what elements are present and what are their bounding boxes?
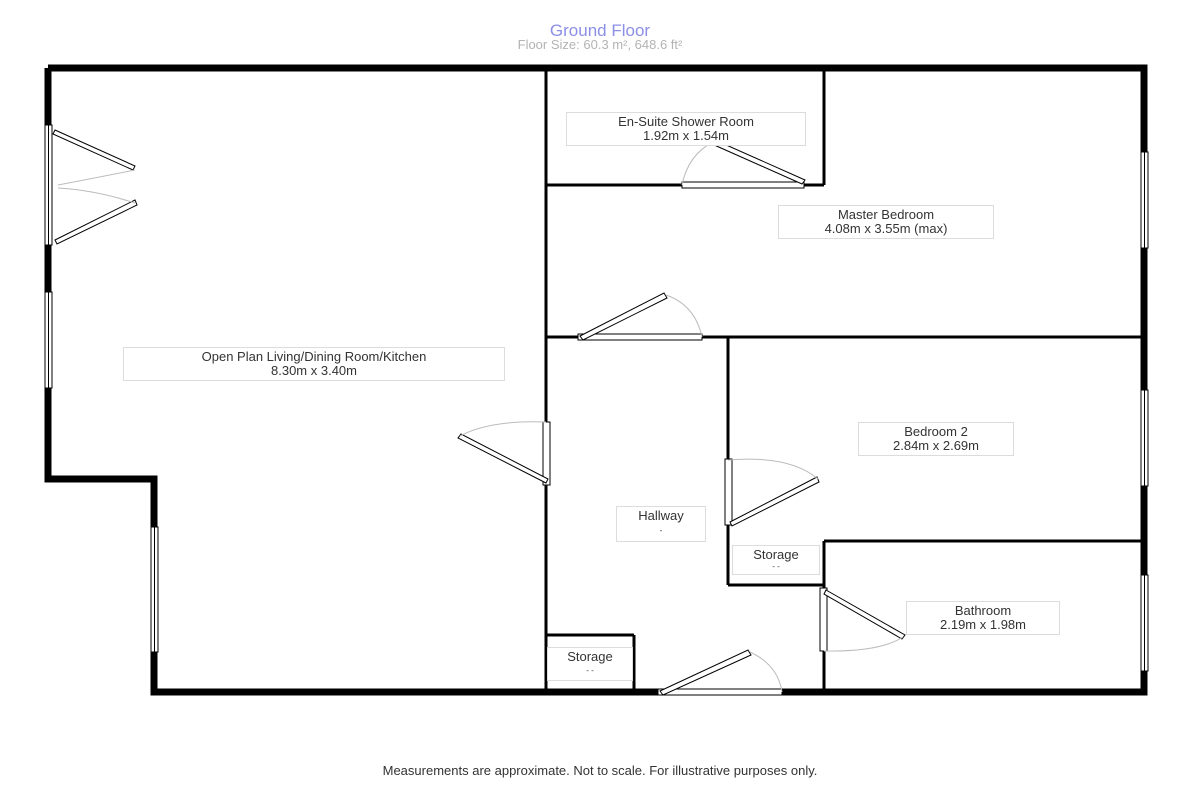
interior-walls — [544, 68, 1144, 692]
room-label-master: Master Bedroom 4.08m x 3.55m (max) — [778, 205, 994, 239]
door-ensuite — [681, 139, 806, 189]
room-name-hallway: Hallway — [638, 508, 684, 523]
room-size-master: 4.08m x 3.55m (max) — [824, 221, 948, 236]
door-master — [577, 292, 703, 341]
room-size-living: 8.30m x 3.40m — [271, 363, 357, 378]
floor-title: Ground Floor — [549, 21, 651, 40]
room-label-storage1: Storage - - — [732, 545, 820, 575]
doors — [52, 129, 906, 696]
door-bath — [819, 587, 906, 652]
room-size-hallway: - — [659, 526, 663, 535]
windows — [44, 124, 1149, 672]
room-label-hallway: Hallway - — [616, 506, 706, 542]
room-size-storage2: - - — [586, 666, 594, 675]
room-size-bathroom: 2.19m x 1.98m — [940, 617, 1026, 632]
room-name-bathroom: Bathroom — [954, 603, 1012, 618]
exterior-walls — [44, 64, 1148, 696]
room-label-storage2: Storage - - — [547, 647, 633, 681]
room-name-master: Master Bedroom — [837, 207, 935, 222]
exterior-wall-outline — [44, 64, 1148, 696]
room-size-bedroom2: 2.84m x 2.69m — [893, 438, 979, 453]
room-label-living: Open Plan Living/Dining Room/Kitchen 8.3… — [123, 347, 505, 381]
door-front — [657, 649, 783, 696]
room-name-ensuite: En-Suite Shower Room — [618, 114, 754, 129]
disclaimer-text: Measurements are approximate. Not to sca… — [382, 763, 818, 778]
door-living — [457, 421, 551, 486]
door-bed2 — [724, 458, 820, 527]
room-label-bedroom2: Bedroom 2 2.84m x 2.69m — [858, 422, 1014, 456]
room-label-ensuite: En-Suite Shower Room 1.92m x 1.54m — [566, 112, 806, 146]
room-size-storage1: - - — [772, 562, 780, 571]
room-size-ensuite: 1.92m x 1.54m — [643, 128, 729, 143]
room-label-bathroom: Bathroom 2.19m x 1.98m — [906, 601, 1060, 635]
floor-size: Floor Size: 60.3 m², 648.6 ft² — [517, 37, 683, 52]
room-name-bedroom2: Bedroom 2 — [904, 424, 968, 439]
room-name-storage2: Storage — [567, 649, 613, 664]
room-name-storage1: Storage — [753, 547, 799, 562]
casement-swing-north — [52, 129, 138, 245]
wall-openings — [544, 183, 827, 695]
room-name-living: Open Plan Living/Dining Room/Kitchen — [201, 349, 427, 364]
